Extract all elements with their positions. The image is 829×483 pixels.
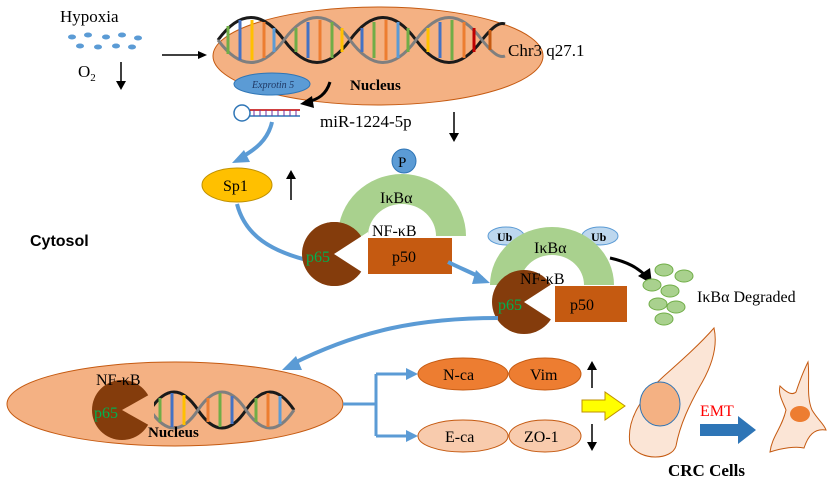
mirna-label: miR-1224-5p (320, 112, 412, 131)
exportin-label: Exprotin 5 (251, 80, 294, 91)
complex-to-ubiquitinated-arrowhead (472, 270, 490, 284)
sp1-label: Sp1 (223, 178, 248, 195)
vimentin-node (508, 357, 582, 391)
mirna-hairpin-icon (233, 104, 300, 122)
branch-arrowhead-up (406, 368, 418, 380)
p50-label-2: p50 (570, 297, 594, 314)
ub-label-left: Ub (497, 230, 513, 244)
ikba-label-1: IκBα (380, 190, 413, 207)
bottom-nucleus-label: Nucleus (148, 425, 199, 441)
p65-label-1: p65 (306, 249, 330, 266)
hypoxia-to-nucleus-arrow (162, 51, 207, 59)
oxygen-down-arrow-icon (116, 62, 126, 90)
ikba-cap-1 (338, 174, 466, 236)
degraded-ikba-fragments (642, 263, 694, 326)
emt-block-arrow (700, 416, 756, 444)
mirna-to-sp1-arrowhead (232, 150, 250, 163)
mirna-down-arrow-icon (449, 112, 459, 142)
sp1-up-arrow-icon (286, 170, 296, 200)
emt-label: EMT (700, 403, 734, 420)
crc-cells-label: CRC Cells (668, 461, 745, 480)
crc-cell-nucleus (639, 381, 681, 427)
chromosome-label: Chr3 q27.1 (508, 41, 585, 60)
nfkb-label-1: NF-κB (372, 223, 417, 240)
zo1-label: ZO-1 (524, 429, 559, 446)
exportin-5 (233, 72, 311, 96)
sp1-to-complex-arrow (235, 203, 316, 264)
transcription-arrowhead (300, 96, 314, 108)
branch-arrowhead-down (406, 430, 418, 442)
e-cadherin-node (417, 419, 509, 453)
oxygen-label: O2 (78, 62, 96, 84)
translocation-arrowhead (282, 356, 302, 370)
down-regulation-arrow-icon (587, 424, 597, 451)
p65-label-2: p65 (498, 297, 522, 314)
target-gene-branch-arrows (343, 372, 410, 438)
hypoxia-label: Hypoxia (60, 7, 119, 26)
bottom-dna-helix-icon (148, 390, 296, 430)
top-nucleus-label: Nucleus (350, 78, 401, 94)
e-cadherin-label: E-ca (445, 429, 474, 446)
n-cadherin-label: N-ca (443, 367, 474, 384)
hypoxia-oxygen-dots (68, 32, 142, 50)
translocation-arrow (291, 316, 499, 366)
cytosol-label: Cytosol (30, 233, 89, 250)
p50-subunit-2 (555, 286, 627, 322)
ub-label-right: Ub (591, 230, 607, 244)
ikba-degraded-label: IκBα Degraded (697, 289, 796, 306)
n-cadherin-node (417, 357, 509, 391)
phospho-label: P (398, 155, 406, 171)
mesenchymal-cell-nucleus (790, 406, 810, 422)
p50-label-1: p50 (392, 249, 416, 266)
zo1-node (508, 419, 582, 453)
p65-label-3: p65 (94, 405, 118, 422)
vimentin-label: Vim (530, 367, 558, 384)
up-regulation-arrow-icon (587, 361, 597, 388)
degradation-arrow (609, 256, 648, 278)
p50-subunit-1 (368, 238, 452, 274)
yellow-block-arrow (581, 391, 626, 421)
nfkb-label-3: NF-κB (96, 372, 141, 389)
sp1-node (201, 167, 273, 203)
ikba-label-2: IκBα (534, 240, 567, 257)
top-dna-helix-icon (216, 16, 506, 64)
nfkb-label-2: NF-κB (520, 271, 565, 288)
phospho-node (391, 148, 417, 174)
